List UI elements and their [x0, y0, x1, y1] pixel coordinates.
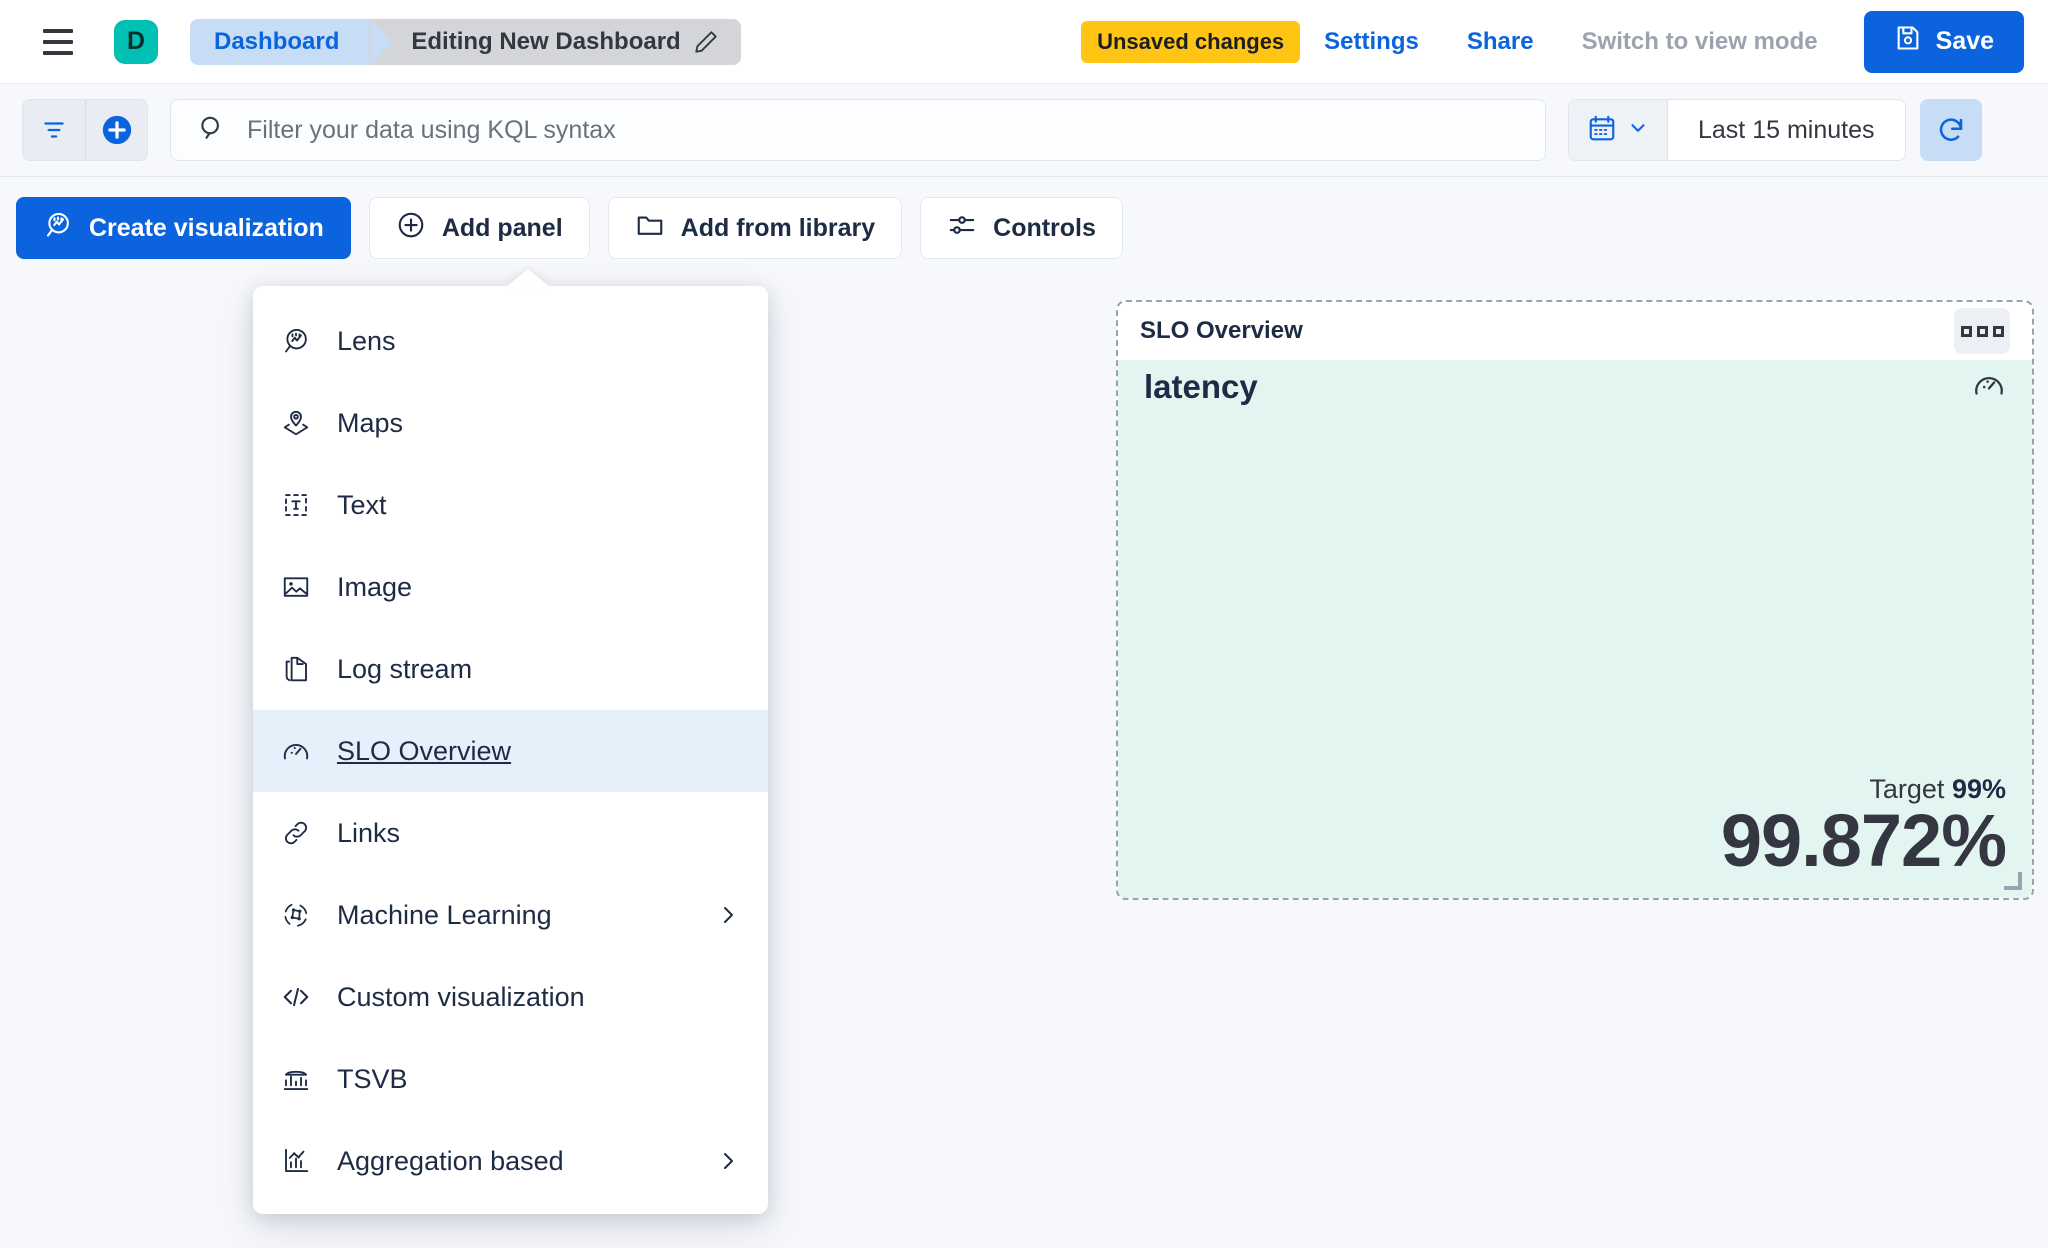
controls-button[interactable]: Controls [920, 197, 1123, 259]
avatar[interactable]: D [114, 19, 158, 64]
header-actions: Unsaved changes Settings Share Switch to… [1081, 10, 2024, 73]
filter-controls-group [22, 99, 148, 161]
slo-metrics: Target 99% 99.872% [1144, 774, 2007, 882]
settings-link[interactable]: Settings [1324, 27, 1419, 55]
save-disk-icon [1894, 24, 1922, 59]
editor-toolbar: Create visualization Add panel Add from … [0, 177, 2048, 279]
breadcrumb: Dashboard Editing New Dashboard [190, 18, 741, 65]
menu-item-slo-overview[interactable]: SLO Overview [253, 710, 768, 792]
controls-sliders-icon [947, 210, 977, 247]
gauge-icon [281, 736, 311, 766]
switch-to-view-mode-link[interactable]: Switch to view mode [1581, 27, 1818, 55]
slo-target-row: Target 99% [1144, 774, 2006, 805]
chevron-down-icon [1627, 117, 1649, 144]
menu-item-text[interactable]: Text [253, 464, 768, 546]
date-quick-select-button[interactable] [1569, 100, 1668, 160]
slo-target-value: 99% [1951, 773, 2006, 804]
add-panel-button[interactable]: Add panel [368, 197, 590, 259]
menu-item-label: Links [337, 817, 401, 848]
refresh-icon[interactable] [1919, 99, 1982, 161]
panel-title: SLO Overview [1140, 317, 1303, 344]
controls-label: Controls [993, 213, 1096, 242]
panel-body: latency Target 99% [1118, 360, 2032, 898]
maps-pin-icon [281, 408, 311, 438]
menu-item-aggregation-based[interactable]: Aggregation based [253, 1120, 768, 1202]
breadcrumb-root-label: Dashboard [214, 27, 340, 55]
grid-dots-icon[interactable] [1954, 308, 2010, 354]
chevron-right-icon [716, 1149, 740, 1173]
menu-item-label: SLO Overview [337, 735, 512, 766]
folder-icon [635, 210, 665, 247]
link-icon [281, 818, 311, 848]
menu-item-label: Custom visualization [337, 981, 585, 1012]
menu-item-log-stream[interactable]: Log stream [253, 628, 768, 710]
create-visualization-label: Create visualization [89, 213, 324, 242]
breadcrumb-item-current[interactable]: Editing New Dashboard [369, 18, 741, 65]
add-from-library-label: Add from library [680, 213, 876, 242]
menu-item-image[interactable]: Image [253, 546, 768, 628]
image-icon [281, 572, 311, 602]
slo-target-label: Target [1869, 773, 1945, 804]
menu-item-maps[interactable]: Maps [253, 382, 768, 464]
create-visualization-button[interactable]: Create visualization [16, 197, 351, 259]
menu-item-label: Lens [337, 325, 396, 356]
menu-item-machine-learning[interactable]: Machine Learning [253, 874, 768, 956]
hamburger-icon[interactable] [36, 20, 80, 64]
lens-icon [281, 326, 311, 356]
date-picker-group: Last 15 minutes [1568, 99, 1906, 161]
tsvb-chart-icon [281, 1064, 311, 1094]
dashboard-panel-slo-overview[interactable]: SLO Overview latency [1116, 300, 2034, 900]
slo-sli-value: 99.872% [1720, 798, 2007, 882]
menu-item-label: Maps [337, 407, 404, 438]
menu-item-label: Image [337, 571, 413, 602]
menu-item-label: TSVB [337, 1063, 408, 1094]
menu-item-tsvb[interactable]: TSVB [253, 1038, 768, 1120]
code-icon [281, 982, 311, 1012]
status-badge-unsaved[interactable]: Unsaved changes [1081, 20, 1301, 63]
slo-name: latency [1144, 368, 1258, 405]
search-placeholder: Filter your data using KQL syntax [247, 115, 616, 144]
menu-arrow [506, 269, 550, 287]
aggregation-chart-icon [281, 1146, 311, 1176]
chevron-right-icon [716, 903, 740, 927]
plus-circle-icon[interactable] [85, 100, 147, 160]
breadcrumb-item-dashboard[interactable]: Dashboard [190, 18, 394, 65]
calendar-icon [1587, 113, 1617, 148]
avatar-letter: D [126, 27, 146, 55]
menu-item-label: Log stream [337, 653, 473, 684]
top-header: D Dashboard Editing New Dashboard Unsave… [0, 0, 2048, 84]
text-box-icon [281, 490, 311, 520]
log-stream-icon [281, 654, 311, 684]
lens-icon [43, 210, 73, 247]
machine-learning-icon [281, 900, 311, 930]
add-from-library-button[interactable]: Add from library [607, 197, 903, 259]
search-icon [197, 113, 227, 148]
save-button-label: Save [1935, 27, 1994, 55]
save-button[interactable]: Save [1863, 10, 2024, 73]
query-bar: Filter your data using KQL syntax Las [0, 84, 2048, 177]
time-range-display[interactable]: Last 15 minutes [1698, 115, 1875, 144]
menu-item-custom-visualization[interactable]: Custom visualization [253, 956, 768, 1038]
add-panel-label: Add panel [441, 213, 563, 242]
menu-item-label: Machine Learning [337, 899, 552, 930]
menu-item-label: Aggregation based [337, 1145, 564, 1176]
pencil-icon[interactable] [693, 29, 719, 55]
gauge-icon [1972, 368, 2006, 407]
slo-header-row: latency [1144, 368, 2006, 407]
breadcrumb-current-label: Editing New Dashboard [411, 27, 681, 55]
panel-header: SLO Overview [1118, 302, 2032, 360]
plus-circle-outline-icon [396, 210, 426, 247]
panel-resize-handle[interactable] [2004, 872, 2022, 890]
menu-item-label: Text [337, 489, 387, 520]
share-link[interactable]: Share [1466, 27, 1534, 55]
search-input[interactable]: Filter your data using KQL syntax [170, 99, 1546, 161]
menu-item-lens[interactable]: Lens [253, 300, 768, 382]
menu-item-links[interactable]: Links [253, 792, 768, 874]
filter-icon[interactable] [23, 100, 85, 160]
